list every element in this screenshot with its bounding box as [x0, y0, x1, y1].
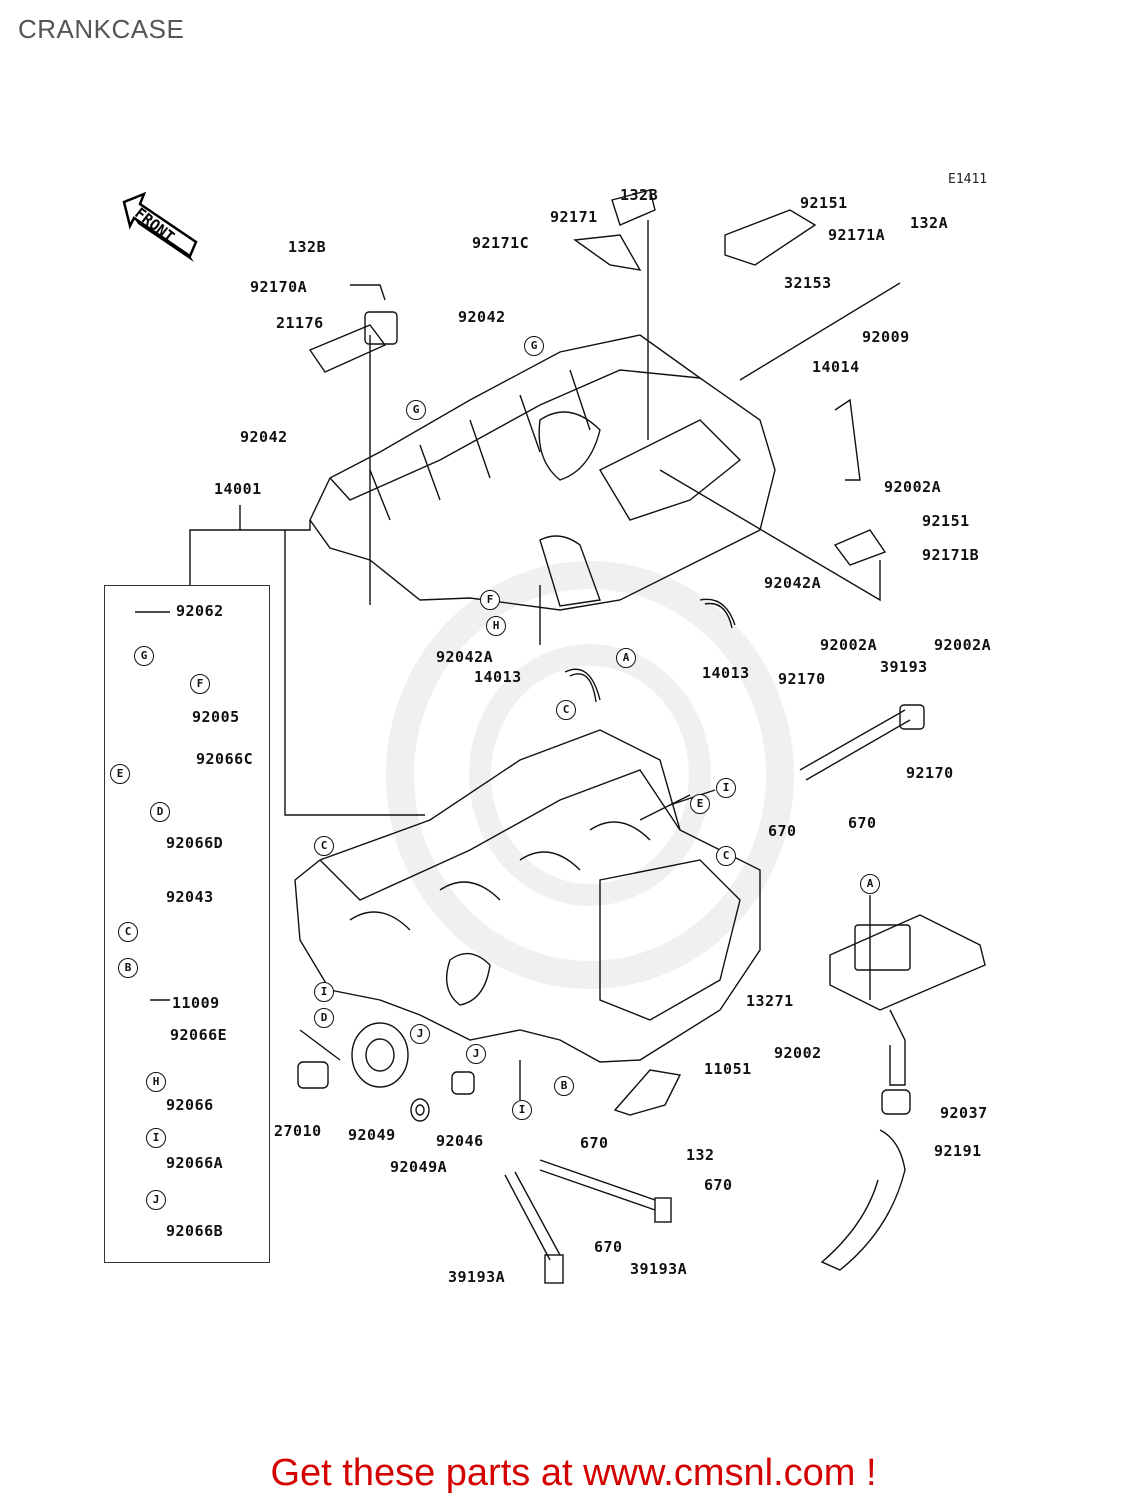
part-label[interactable]: 92151	[800, 194, 848, 212]
part-label[interactable]: 14014	[812, 358, 860, 376]
ref-circle: E	[690, 794, 710, 814]
ref-circle: J	[146, 1190, 166, 1210]
ref-circle: C	[314, 836, 334, 856]
part-label[interactable]: 92171	[550, 208, 598, 226]
part-label[interactable]: 92043	[166, 888, 214, 906]
part-label[interactable]: 132	[686, 1146, 715, 1164]
part-label[interactable]: 92191	[934, 1142, 982, 1160]
ref-circle: G	[524, 336, 544, 356]
part-label[interactable]: 27010	[274, 1122, 322, 1140]
ref-circle: H	[486, 616, 506, 636]
part-label[interactable]: 21176	[276, 314, 324, 332]
front-arrow-icon	[118, 191, 200, 264]
part-label[interactable]: 670	[580, 1134, 609, 1152]
ref-circle: C	[716, 846, 736, 866]
ref-circle: E	[110, 764, 130, 784]
part-label[interactable]: 132A	[910, 214, 949, 232]
ref-circle: A	[860, 874, 880, 894]
legend-box	[104, 585, 270, 1263]
part-label[interactable]: 92042	[458, 308, 506, 326]
ref-circle: G	[406, 400, 426, 420]
part-label[interactable]: 92002A	[820, 636, 878, 654]
part-label[interactable]: 39193	[880, 658, 928, 676]
part-label[interactable]: 39193A	[630, 1260, 688, 1278]
part-label[interactable]: 92170A	[250, 278, 308, 296]
part-label[interactable]: 92066C	[196, 750, 254, 768]
part-label[interactable]: 92066	[166, 1096, 214, 1114]
ref-circle: D	[314, 1008, 334, 1028]
part-label[interactable]: 92066D	[166, 834, 224, 852]
part-label[interactable]: 670	[594, 1238, 623, 1256]
part-label[interactable]: 92049	[348, 1126, 396, 1144]
ref-circle: C	[118, 922, 138, 942]
upper-crankcase	[309, 334, 776, 611]
ref-circle: F	[190, 674, 210, 694]
ref-circle: B	[118, 958, 138, 978]
part-label[interactable]: 14001	[214, 480, 262, 498]
ref-circle: J	[410, 1024, 430, 1044]
lower-crankcase	[294, 729, 761, 1063]
diagram-code: E1411	[948, 172, 988, 187]
part-label[interactable]: 132B	[620, 186, 659, 204]
part-label[interactable]: 92066E	[170, 1026, 228, 1044]
part-label[interactable]: 92042	[240, 428, 288, 446]
part-label[interactable]: 92170	[906, 764, 954, 782]
part-label[interactable]: 92005	[192, 708, 240, 726]
part-label[interactable]: 32153	[784, 274, 832, 292]
part-label[interactable]: 92002A	[884, 478, 942, 496]
part-label[interactable]: 14013	[702, 664, 750, 682]
part-label[interactable]: 92042A	[436, 648, 494, 666]
ref-circle: I	[314, 982, 334, 1002]
footer-cta-link[interactable]: Get these parts at www.cmsnl.com !	[270, 1452, 877, 1494]
part-label[interactable]: 92171A	[828, 226, 886, 244]
ref-circle: A	[616, 648, 636, 668]
part-label[interactable]: 92062	[176, 602, 224, 620]
ref-circle: I	[716, 778, 736, 798]
part-label[interactable]: 39193A	[448, 1268, 506, 1286]
part-label[interactable]: 92046	[436, 1132, 484, 1150]
part-label[interactable]: 92009	[862, 328, 910, 346]
ref-circle: G	[134, 646, 154, 666]
part-label[interactable]: 92171C	[472, 234, 530, 252]
part-label[interactable]: 92037	[940, 1104, 988, 1122]
part-label[interactable]: 92066B	[166, 1222, 224, 1240]
part-label[interactable]: 92002A	[934, 636, 992, 654]
ref-circle: D	[150, 802, 170, 822]
ref-circle: I	[146, 1128, 166, 1148]
part-label[interactable]: 92170	[778, 670, 826, 688]
ref-circle: H	[146, 1072, 166, 1092]
part-label[interactable]: 11051	[704, 1060, 752, 1078]
part-label[interactable]: 92042A	[764, 574, 822, 592]
ref-circle: J	[466, 1044, 486, 1064]
part-label[interactable]: 92049A	[390, 1158, 448, 1176]
ref-circle: B	[554, 1076, 574, 1096]
page-title: CRANKCASE	[18, 14, 185, 44]
part-label[interactable]: 670	[704, 1176, 733, 1194]
part-label[interactable]: 670	[768, 822, 797, 840]
part-label[interactable]: 670	[848, 814, 877, 832]
part-label[interactable]: 132B	[288, 238, 327, 256]
part-label[interactable]: 13271	[746, 992, 794, 1010]
part-label[interactable]: 92066A	[166, 1154, 224, 1172]
part-label[interactable]: 92171B	[922, 546, 980, 564]
ref-circle: C	[556, 700, 576, 720]
ref-circle: I	[512, 1100, 532, 1120]
part-label[interactable]: 11009	[172, 994, 220, 1012]
ref-circle: F	[480, 590, 500, 610]
part-label[interactable]: 14013	[474, 668, 522, 686]
watermark-logo	[386, 561, 794, 989]
part-label[interactable]: 92002	[774, 1044, 822, 1062]
part-label[interactable]: 92151	[922, 512, 970, 530]
